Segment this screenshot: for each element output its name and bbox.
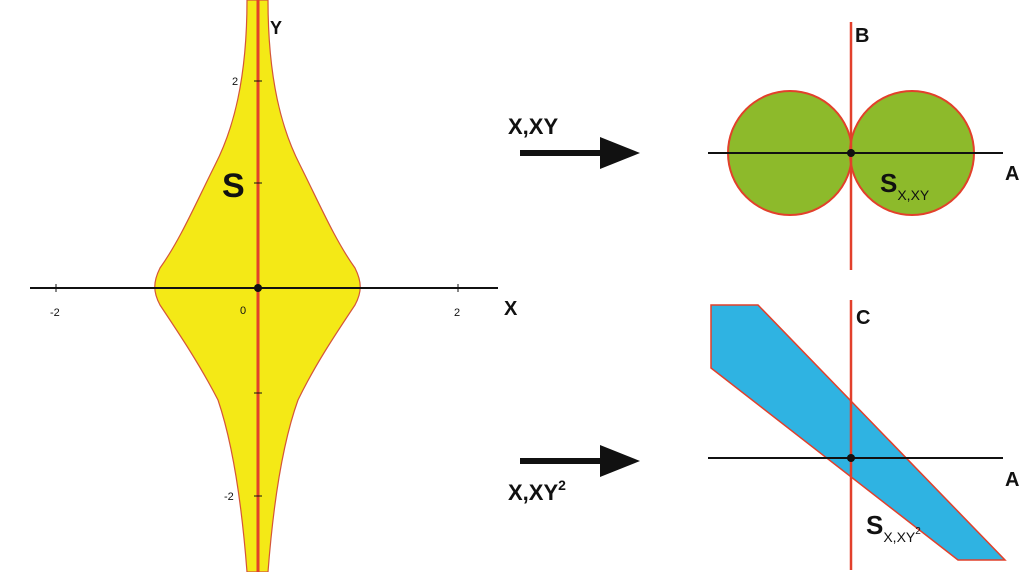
arrow-bottom-label: X,XY2 — [508, 477, 566, 505]
y-tick-label-2: 2 — [232, 76, 238, 88]
bottom-region-label: SX,XY2 — [866, 510, 921, 545]
x-axis-label: X — [504, 298, 518, 320]
bottom-origin-dot — [847, 454, 855, 462]
arrow-top-label: X,XY — [508, 114, 558, 139]
bottom-c-label: C — [856, 307, 870, 329]
bottom-a-label: A — [1005, 469, 1019, 491]
top-map: B A SX,XY — [708, 22, 1019, 270]
top-origin-dot — [847, 149, 855, 157]
arrow-bottom: X,XY2 — [508, 445, 640, 505]
origin-dot — [254, 284, 262, 292]
y-axis-label: Y — [270, 18, 282, 38]
region-s-label: S — [222, 167, 245, 205]
x-tick-label-2: 2 — [454, 307, 460, 319]
top-a-label: A — [1005, 163, 1019, 185]
x-tick-label-0: 0 — [240, 305, 246, 317]
left-plot: -2 0 2 2 -2 X Y S — [30, 0, 518, 572]
y-tick-label-neg2: -2 — [224, 491, 234, 503]
top-region-label: SX,XY — [880, 168, 930, 203]
x-tick-label-neg2: -2 — [50, 307, 60, 319]
arrow-top: X,XY — [508, 114, 640, 169]
bottom-map: C A SX,XY2 — [708, 300, 1019, 570]
blue-band — [710, 304, 1007, 561]
top-b-label: B — [855, 25, 869, 47]
